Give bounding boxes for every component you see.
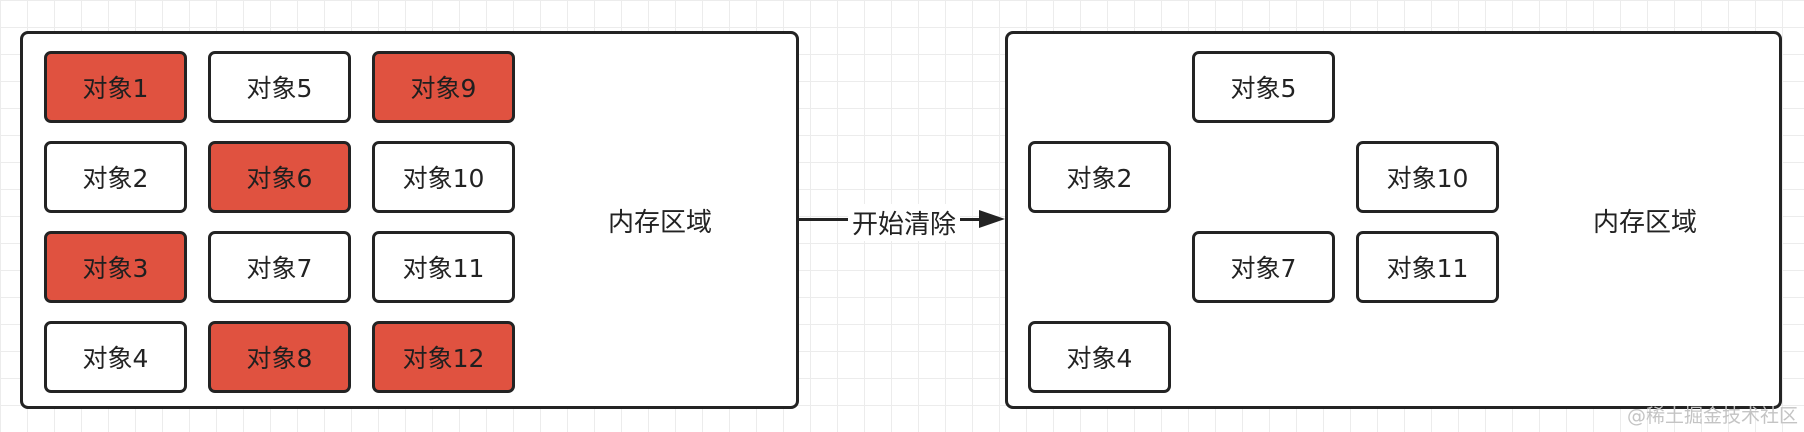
object-11-remaining: 对象11 bbox=[1356, 231, 1499, 303]
object-6: 对象6 bbox=[208, 141, 351, 213]
object-8: 对象8 bbox=[208, 321, 351, 393]
object-5-remaining: 对象5 bbox=[1192, 51, 1335, 123]
object-2-remaining: 对象2 bbox=[1028, 141, 1171, 213]
object-7-remaining: 对象7 bbox=[1192, 231, 1335, 303]
object-3: 对象3 bbox=[44, 231, 187, 303]
memory-region-after-label: 内存区域 bbox=[1593, 208, 1698, 238]
object-5: 对象5 bbox=[208, 51, 351, 123]
memory-region-before-label: 内存区域 bbox=[608, 208, 713, 238]
cleanup-arrow-head bbox=[979, 210, 1005, 228]
object-2: 对象2 bbox=[44, 141, 187, 213]
object-10: 对象10 bbox=[372, 141, 515, 213]
watermark-text: @稀土掘金技术社区 bbox=[1626, 405, 1798, 427]
object-4: 对象4 bbox=[44, 321, 187, 393]
object-11: 对象11 bbox=[372, 231, 515, 303]
object-12: 对象12 bbox=[372, 321, 515, 393]
cleanup-arrow-label: 开始清除 bbox=[848, 204, 961, 241]
object-4-remaining: 对象4 bbox=[1028, 321, 1171, 393]
object-1: 对象1 bbox=[44, 51, 187, 123]
object-10-remaining: 对象10 bbox=[1356, 141, 1499, 213]
object-9: 对象9 bbox=[372, 51, 515, 123]
object-7: 对象7 bbox=[208, 231, 351, 303]
